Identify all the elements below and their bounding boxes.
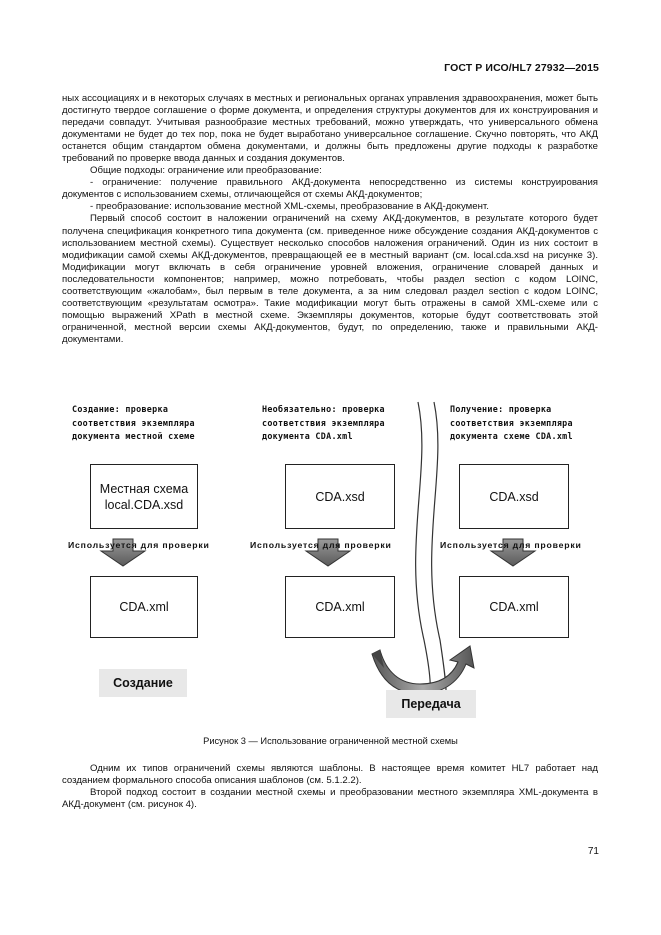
- box-label: Местная схема: [99, 481, 189, 496]
- list-item: - преобразование: использование местной …: [90, 201, 489, 213]
- paragraph: Второй подход состоит в создании местной…: [62, 787, 598, 811]
- box-label: CDA.xml: [315, 600, 365, 614]
- box-label: CDA.xsd: [489, 489, 539, 504]
- box-label: CDA.xml: [119, 600, 169, 614]
- document-header: ГОСТ Р ИСО/HL7 27932—2015: [444, 62, 599, 74]
- column-header-line: документа CDA.xml: [262, 431, 353, 441]
- cda-instance-box: CDA.xml: [285, 576, 395, 638]
- box-label: CDA.xml: [489, 600, 539, 614]
- used-for-check-label: Используется для проверки: [440, 540, 582, 550]
- paragraph: Первый способ состоит в наложении ограни…: [62, 213, 598, 345]
- cda-schema-box: CDA.xsd: [459, 464, 569, 529]
- cda-schema-box: CDA.xsd: [285, 464, 395, 529]
- stage-transfer-label: Передача: [386, 690, 476, 718]
- figure-caption: Рисунок 3 — Использование ограниченной м…: [203, 736, 458, 746]
- body-text-top: ных ассоциациях и в некоторых случаях в …: [62, 93, 598, 346]
- wavy-divider: [415, 401, 431, 691]
- column-header-line: соответствия экземпляра: [450, 417, 573, 428]
- page-number: 71: [587, 846, 599, 857]
- column-header-create: Создание: проверка соответствия экземпля…: [72, 403, 195, 444]
- body-text-bottom: Одним их типов ограничений схемы являютс…: [62, 763, 598, 811]
- paragraph: Одним их типов ограничений схемы являютс…: [62, 763, 598, 787]
- paragraph: Общие подходы: ограничение или преобразо…: [90, 165, 322, 177]
- used-for-check-label: Используется для проверки: [68, 540, 210, 550]
- list-item: - ограничение: получение правильного АКД…: [62, 177, 598, 201]
- column-header-line: соответствия экземпляра: [72, 417, 195, 428]
- column-header-optional: Необязательно: проверка соответствия экз…: [262, 403, 385, 444]
- stage-create-label: Создание: [99, 669, 187, 697]
- column-header-line: Получение: проверка: [450, 404, 552, 414]
- column-header-line: документа схеме CDA.xml: [450, 431, 573, 441]
- cda-instance-box: CDA.xml: [459, 576, 569, 638]
- column-header-line: Необязательно: проверка: [262, 404, 385, 414]
- cda-instance-box: CDA.xml: [90, 576, 198, 638]
- column-header-receive: Получение: проверка соответствия экземпл…: [450, 403, 573, 444]
- column-header-line: Создание: проверка: [72, 404, 169, 414]
- box-label: CDA.xsd: [315, 489, 365, 504]
- column-header-line: соответствия экземпляра: [262, 417, 385, 428]
- used-for-check-label: Используется для проверки: [250, 540, 392, 550]
- column-header-line: документа местной схеме: [72, 431, 195, 441]
- box-label: local.CDA.xsd: [104, 497, 184, 512]
- local-schema-box: Местная схема local.CDA.xsd: [90, 464, 198, 529]
- transfer-arrow-icon: [371, 645, 475, 695]
- paragraph: ных ассоциациях и в некоторых случаях в …: [62, 93, 598, 165]
